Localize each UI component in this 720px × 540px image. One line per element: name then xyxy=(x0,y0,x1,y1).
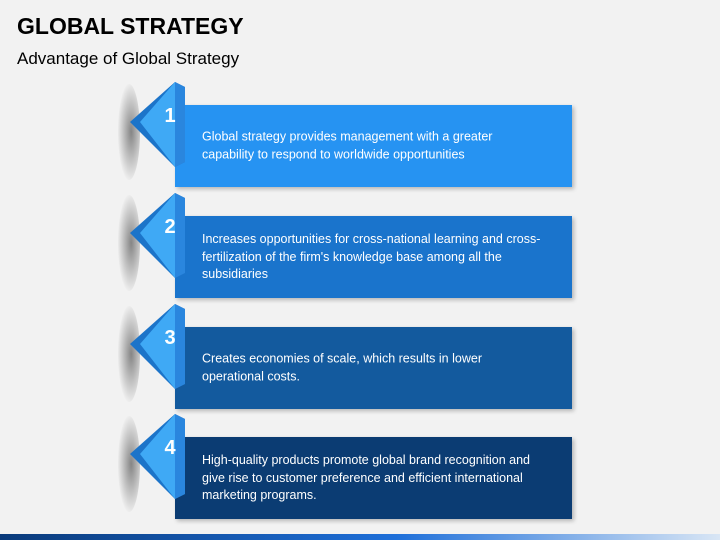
item-number: 2 xyxy=(164,216,176,238)
slide-title: GLOBAL STRATEGY xyxy=(17,13,244,39)
item-text: High-quality products promote global bra… xyxy=(202,452,530,502)
list-item-4: High-quality products promote global bra… xyxy=(118,414,578,524)
number-tab: 2 xyxy=(130,193,190,278)
item-shadow xyxy=(118,195,140,291)
item-text: Creates economies of scale, which result… xyxy=(202,351,482,384)
list-item-3: Creates economies of scale, which result… xyxy=(118,304,578,414)
list-item-2: Increases opportunities for cross-nation… xyxy=(118,193,578,303)
item-text: Global strategy provides management with… xyxy=(202,129,493,162)
item-box: Increases opportunities for cross-nation… xyxy=(175,216,572,298)
number-tab: 3 xyxy=(130,304,190,389)
bottom-accent-bar xyxy=(0,534,720,540)
number-tab: 1 xyxy=(130,82,190,167)
list-item-1: Global strategy provides management with… xyxy=(118,82,578,192)
item-number: 1 xyxy=(164,105,176,127)
item-shadow xyxy=(118,416,140,512)
item-box: Global strategy provides management with… xyxy=(175,105,572,187)
item-box: Creates economies of scale, which result… xyxy=(175,327,572,409)
slide-subtitle: Advantage of Global Strategy xyxy=(17,49,240,68)
item-text: Increases opportunities for cross-nation… xyxy=(202,231,541,281)
item-shadow xyxy=(118,306,140,402)
item-number: 4 xyxy=(164,437,176,459)
item-shadow xyxy=(118,84,140,180)
number-tab: 4 xyxy=(130,414,190,499)
item-box: High-quality products promote global bra… xyxy=(175,437,572,519)
item-number: 3 xyxy=(164,327,176,349)
